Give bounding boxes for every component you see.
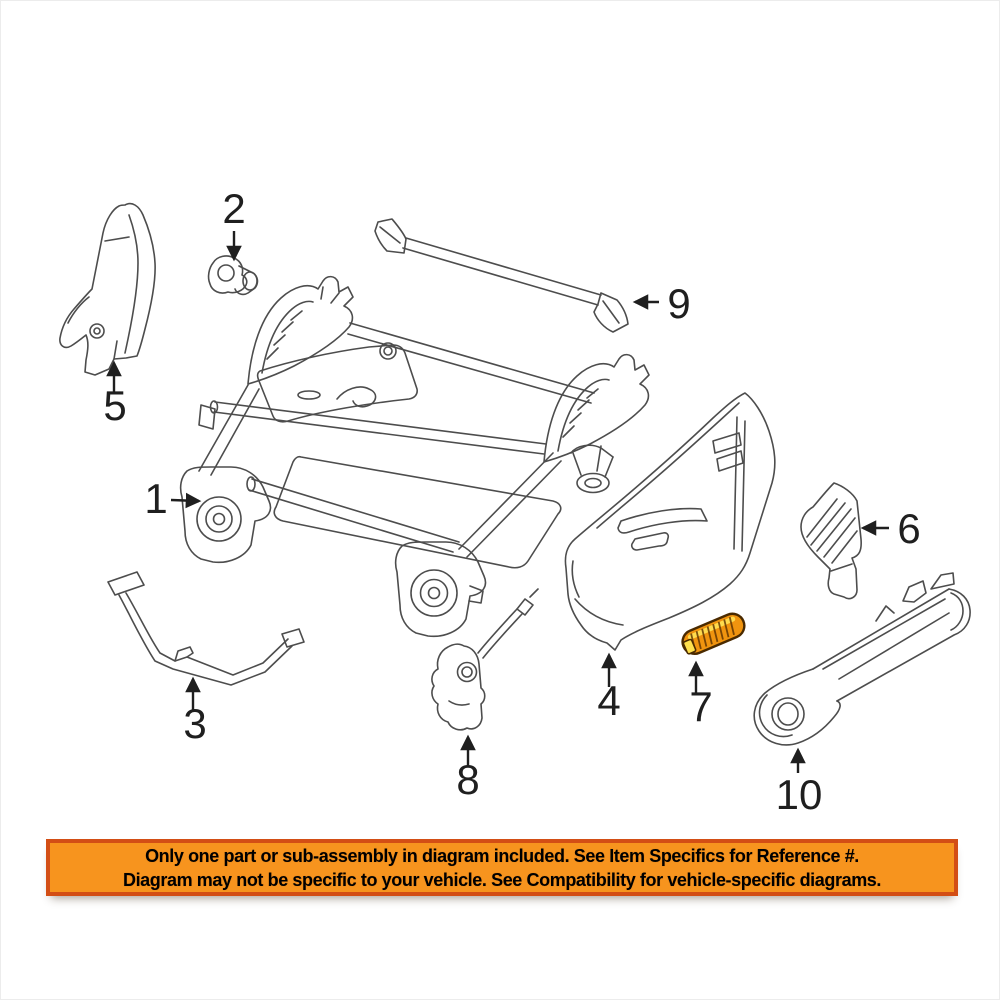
callout-number-4: 4 bbox=[597, 677, 620, 724]
part-10-drawing-trim-rail bbox=[753, 572, 971, 746]
part-6-drawing-side-bracket bbox=[800, 482, 862, 600]
disclaimer-line-2: Diagram may not be specific to your vehi… bbox=[122, 869, 882, 890]
part-3-drawing-support-wire bbox=[107, 571, 305, 686]
callouts bbox=[106, 231, 889, 773]
callout-number-2: 2 bbox=[222, 185, 245, 232]
disclaimer-banner: Only one part or sub-assembly in diagram… bbox=[46, 839, 958, 896]
callout-number-5: 5 bbox=[103, 382, 126, 429]
callout-number-8: 8 bbox=[456, 756, 479, 803]
part-7-drawing-highlighted-handle bbox=[681, 612, 746, 656]
callout-number-10: 10 bbox=[776, 771, 823, 818]
callout-number-7: 7 bbox=[689, 683, 712, 730]
callout-number-3: 3 bbox=[183, 700, 206, 747]
callout-number-9: 9 bbox=[667, 280, 690, 327]
callout-arrow-1 bbox=[170, 492, 202, 509]
part-1-drawing-seat-track-assembly bbox=[179, 275, 650, 638]
part-2-drawing-bolt bbox=[207, 255, 259, 296]
callout-number-1: 1 bbox=[144, 475, 167, 522]
callout-number-6: 6 bbox=[897, 505, 920, 552]
part-8-drawing-recliner-mechanism bbox=[431, 588, 539, 731]
part-4-drawing-seat-side-shield bbox=[564, 392, 776, 651]
callout-labels: 1 2 3 4 5 6 7 8 9 10 bbox=[103, 185, 920, 818]
part-5-drawing-side-trim-cover bbox=[59, 202, 156, 376]
disclaimer-line-1: Only one part or sub-assembly in diagram… bbox=[145, 845, 859, 866]
seat-parts-diagram: 1 2 3 4 5 6 7 8 9 10 bbox=[59, 185, 971, 818]
part-9-drawing-rod bbox=[374, 218, 629, 333]
